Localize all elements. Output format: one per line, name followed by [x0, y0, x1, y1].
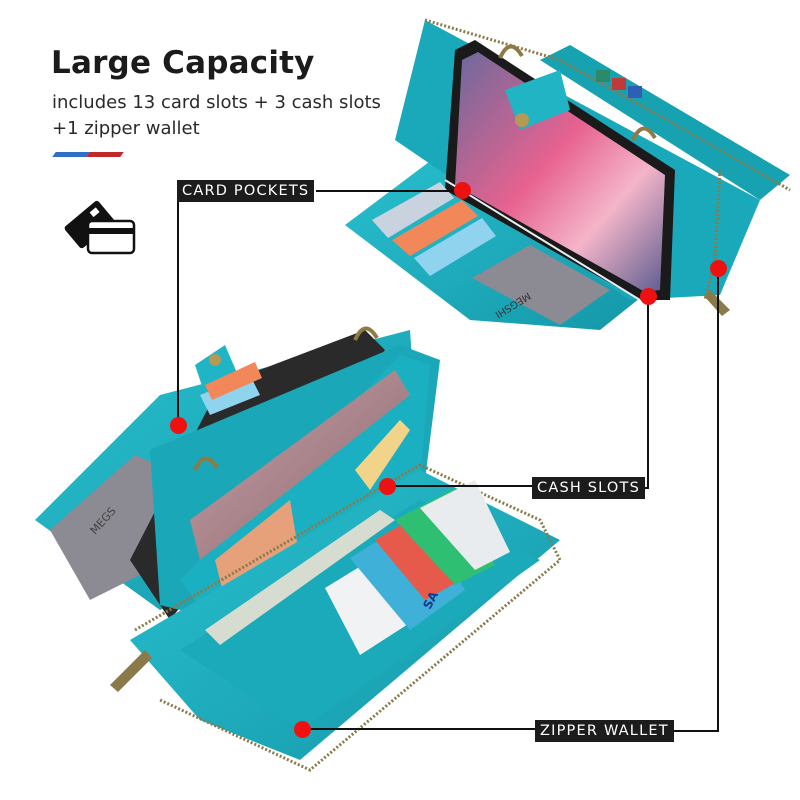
- callout-lines: [177, 190, 719, 732]
- subtitle-line-1: includes 13 card slots + 3 cash slots: [52, 92, 381, 113]
- subtitle: includes 13 card slots + 3 cash slots +1…: [52, 90, 412, 142]
- hotspot-cash-slots-top: [640, 288, 657, 305]
- callout-zipper-wallet: ZIPPER WALLET: [535, 720, 674, 742]
- bottom-wallet: MEGS SA: [35, 326, 562, 772]
- hotspot-cash-slots-bottom: [379, 478, 396, 495]
- top-wallet: MEGSHI: [345, 18, 791, 330]
- hotspot-card-pockets-bottom: [170, 417, 187, 434]
- hotspot-zipper-wallet-top: [710, 260, 727, 277]
- credit-cards-icon: [62, 197, 138, 259]
- page-title: Large Capacity: [51, 45, 315, 81]
- callout-cash-slots: CASH SLOTS: [532, 477, 646, 499]
- hotspot-card-pockets-top: [454, 182, 471, 199]
- subtitle-line-2: +1 zipper wallet: [52, 118, 200, 139]
- callout-card-pockets: CARD POCKETS: [177, 180, 315, 202]
- hotspot-zipper-wallet-bottom: [294, 721, 311, 738]
